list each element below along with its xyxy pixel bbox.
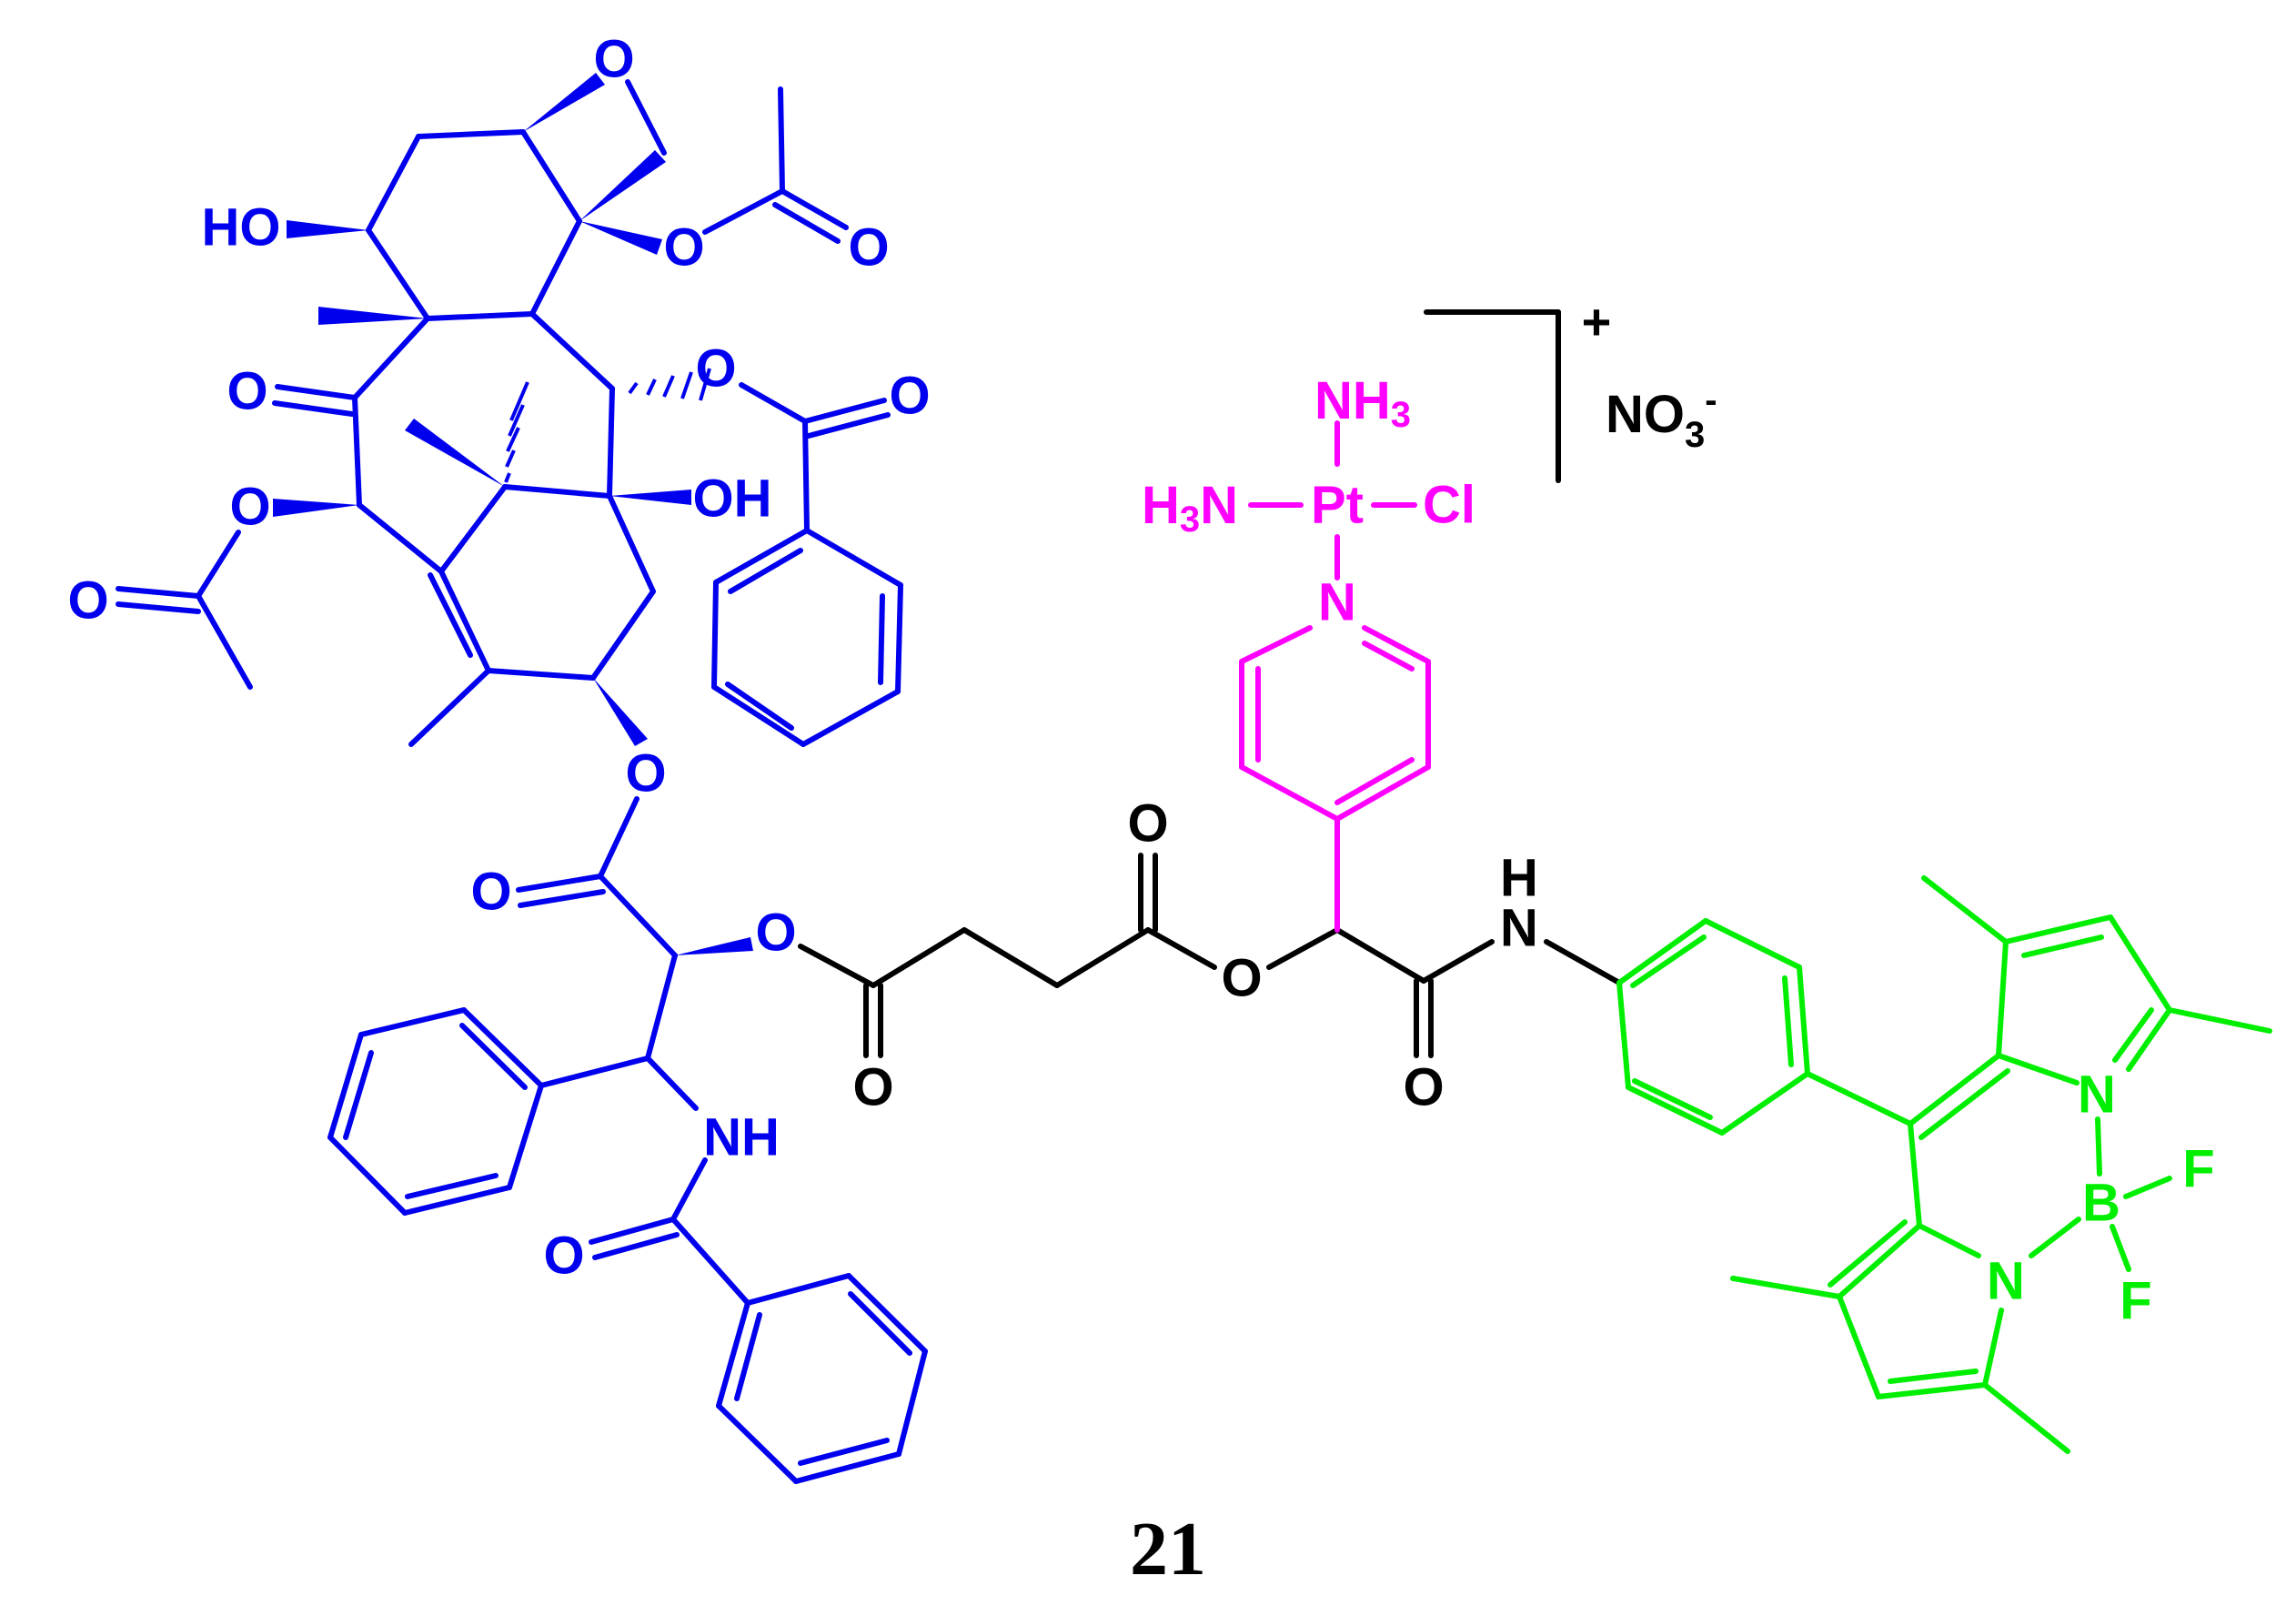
platinum-fragment <box>1239 420 1431 933</box>
atom-o-benzoate-carbonyl: O <box>889 367 930 426</box>
linker-labels: O O O O H N <box>852 794 1538 1117</box>
counterion: + NO3- <box>1582 293 1717 455</box>
atom-o-amide: O <box>1403 1058 1444 1117</box>
atom-nh3-top: NH3 <box>1314 371 1411 436</box>
paclitaxel-labels: O HO O O O O O OH O O O O O NH O <box>67 30 930 1286</box>
atom-o-acetyl-c4: O <box>663 218 704 278</box>
atom-o-side-carbonyl: O <box>470 863 511 922</box>
succinate-linker <box>798 309 1622 1058</box>
atom-cl: Cl <box>1423 476 1475 535</box>
hashed-bonds <box>504 368 711 483</box>
atom-o-ester: O <box>1221 949 1262 1008</box>
bodipy-fragment <box>1616 875 2272 1454</box>
platinum-labels: N Pt Cl NH3 H3N <box>1142 371 1475 632</box>
atom-h3n-left: H3N <box>1142 476 1238 540</box>
atom-o-amide-carbonyl: O <box>543 1227 584 1286</box>
atom-b: B <box>2082 1174 2120 1233</box>
atom-o-c13: O <box>625 744 666 803</box>
atom-o-acetyl-c4-carbonyl: O <box>848 218 889 278</box>
atom-o-acetyl-c10-carbonyl: O <box>67 571 108 631</box>
atom-o-ketone-c9: O <box>227 362 267 421</box>
atom-n-pyridine: N <box>1318 573 1356 632</box>
atom-f-1: F <box>2182 1140 2214 1199</box>
atom-o-epoxide: O <box>593 30 634 89</box>
atom-n-bodipy-1: N <box>2078 1066 2116 1125</box>
atom-ho-c7: HO <box>202 198 281 258</box>
compound-number: 21 <box>1130 1507 1206 1591</box>
atom-n-amide: N <box>1500 899 1538 958</box>
atom-o-succinate-2: O <box>1127 794 1168 853</box>
nitrate-base: NO3- <box>1606 380 1717 455</box>
atom-pt: Pt <box>1311 476 1364 535</box>
atom-oh-c1: OH <box>693 470 772 529</box>
atom-o-benzoate: O <box>695 339 736 399</box>
atom-o-c2p: O <box>755 904 796 963</box>
atom-n-bodipy-2: N <box>1987 1252 2025 1311</box>
atom-h-amide: H <box>1500 849 1538 908</box>
paclitaxel-fragment <box>116 79 928 1484</box>
bodipy-labels: N N B F F <box>1987 1066 2215 1331</box>
charge-plus: + <box>1582 293 1612 350</box>
atom-o-acetyl-c10: O <box>229 478 270 537</box>
stereo-wedges <box>273 73 753 955</box>
atom-nh-amide: NH <box>703 1108 780 1167</box>
atom-f-2: F <box>2120 1272 2151 1331</box>
atom-o-succinate-1: O <box>852 1058 893 1117</box>
